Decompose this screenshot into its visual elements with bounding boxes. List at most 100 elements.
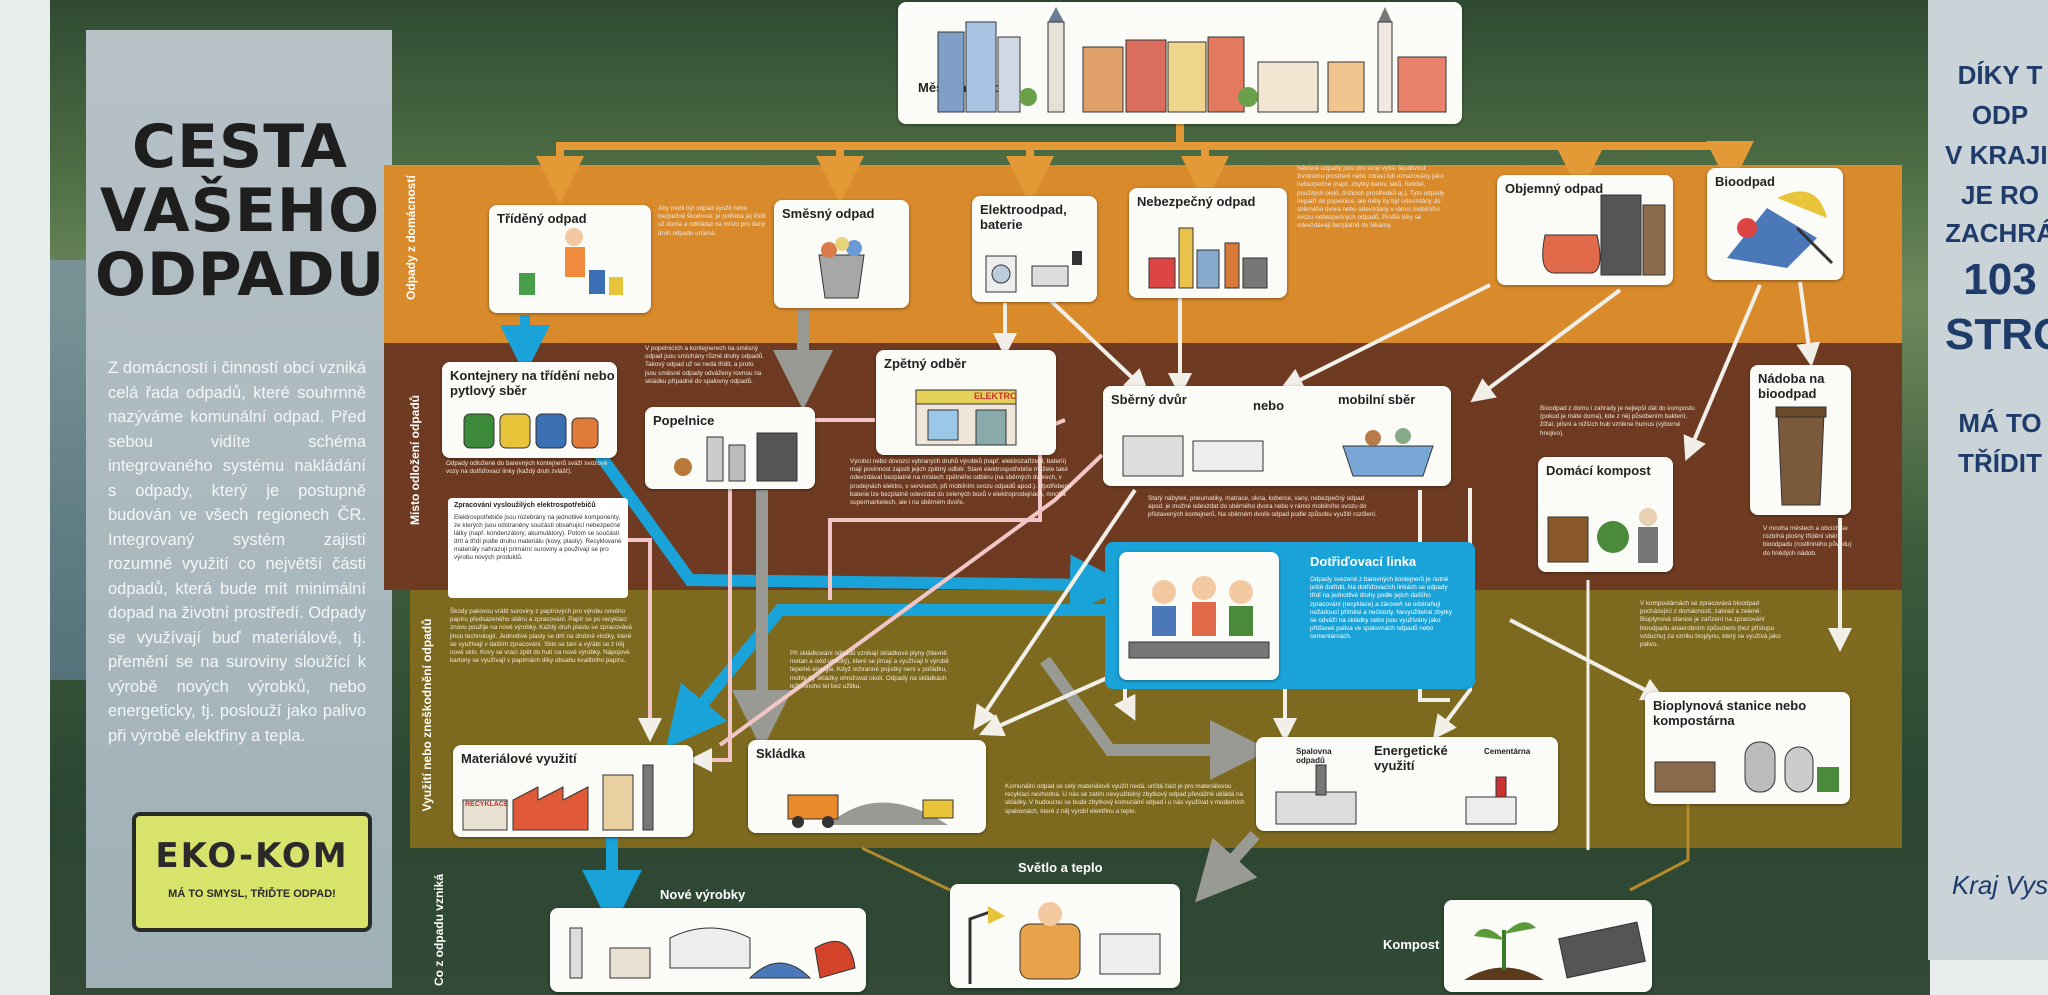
sorting-line-note: Odpady svezené z barevných kontejnerů je… (1310, 576, 1452, 641)
recycling-sign: RECYKLACE (465, 801, 509, 808)
material-note: Škody pakovou vrátit suroviny z papírový… (450, 608, 632, 665)
right-footer: Kraj Vys (1951, 870, 2048, 900)
bins-note: V popelnicích a kontejnerech na směsný o… (645, 345, 765, 385)
right-line-5: ZACHRÁ (1945, 218, 2048, 248)
bins-title: Popelnice (653, 413, 715, 428)
home-compost-note: Bioodpad z domu i zahrady je nejlepší dá… (1540, 405, 1695, 437)
compost-heap-icon (1547, 508, 1658, 563)
right-line-3: V KRAJI V (1945, 140, 2048, 170)
bio-waste-card: Bioodpad (1707, 168, 1843, 280)
collection-yard-card: Sběrný dvůr nebo mobilní sběr (1103, 386, 1451, 486)
light-heat-card (950, 884, 1180, 988)
takeback-note: Výrobci nebo dovozci vybraných druhů výr… (850, 458, 1072, 507)
mixed-waste-title: Směsný odpad (782, 206, 875, 221)
landfill-title: Skládka (756, 746, 806, 761)
sorted-waste-title: Tříděný odpad (497, 211, 587, 226)
biogas-note: V kompostárnách se zpracovává bioodpad p… (1640, 600, 1781, 649)
right-line-9: TŘÍDIT (1958, 448, 2042, 478)
sorting-line-title: Dotřiďovací linka (1310, 554, 1417, 569)
hazardous-waste-title: Nebezpečný odpad (1137, 194, 1256, 209)
sorting-line-card: Dotřiďovací linka Odpady svezené z barev… (1105, 542, 1475, 689)
home-compost-title: Domácí kompost (1546, 463, 1651, 478)
right-line-4: JE RO (1960, 180, 2040, 210)
person-with-bags-icon (519, 228, 623, 295)
intro-text: Z domácností i činností obcí vzniká celá… (108, 359, 366, 745)
energy-use-card: Spalovna odpadů Energetické využití Ceme… (1256, 737, 1558, 831)
logo-text: EKO-KOM (155, 836, 349, 876)
sorted-waste-card: Tříděný odpad (489, 205, 651, 313)
logo-slogan: MÁ TO SMYSL, TŘIĎTE ODPAD! (168, 888, 336, 900)
right-info-panel (1928, 0, 2048, 960)
energy-use-title: Energetické využití (1374, 743, 1448, 773)
cement-label: Cementárna (1484, 747, 1531, 756)
hazardous-note: Některé odpady jsou pro svoji vyšší škod… (1297, 165, 1445, 230)
mobile-collection-title: mobilní sběr (1338, 392, 1416, 407)
sorting-line-illustration (1119, 552, 1279, 680)
city-illustration (937, 7, 1447, 113)
appliances-icon (985, 251, 1082, 293)
bio-bin-card: Nádoba na bioodpad (1750, 365, 1851, 515)
incinerator-label: Spalovna odpadů (1296, 747, 1332, 765)
furniture-icon (1542, 194, 1666, 276)
yard-and-mobile-icon (1122, 428, 1434, 477)
collection-yard-title: Sběrný dvůr (1111, 392, 1187, 407)
ekokom-logo: EKO-KOM MÁ TO SMYSL, TŘIĎTE ODPAD! (132, 812, 372, 932)
shop-sign: ELEKTRO (974, 391, 1018, 401)
biogas-title: Bioplynová stanice nebo kompostárna (1653, 698, 1807, 728)
yard-note: Starý nábytek, pneumatiky, matrace, okna… (1148, 495, 1377, 519)
city-card: Město a obec (898, 2, 1462, 124)
workers-icon (1128, 576, 1270, 659)
material-use-card: Materiálové využití RECYKLACE (453, 745, 693, 837)
landfill-truck-icon (787, 794, 954, 828)
trash-bin-icon (818, 237, 865, 299)
factory-icon (462, 764, 654, 831)
landfill-card: Skládka (748, 740, 986, 833)
sorting-containers-title: Kontejnery na třídění nebo pytlový sběr (450, 368, 615, 398)
right-line-8: MÁ TO (1958, 408, 2042, 438)
new-products-label: Nové výrobky (660, 887, 746, 902)
leaves-icon (1727, 191, 1834, 268)
bio-bin-title: Nádoba na bioodpad (1758, 371, 1825, 401)
sorted-note: Aby mohl být odpad využit nebo bezpečně … (658, 205, 766, 237)
right-line-1: DÍKY T (1957, 60, 2043, 90)
mixed-waste-card: Směsný odpad (774, 200, 909, 308)
landfill-note: Při skládkování odpadů vznikají skládkov… (790, 650, 949, 690)
brown-bin-icon (1775, 406, 1827, 506)
biogas-plant-icon (1654, 741, 1839, 793)
power-plant-icon (1275, 764, 1517, 825)
material-use-title: Materiálové využití (461, 751, 577, 766)
biogas-card: Bioplynová stanice nebo kompostárna (1645, 692, 1850, 804)
new-products-card (550, 908, 866, 992)
new-products-icon (569, 927, 856, 979)
compost-card (1444, 900, 1652, 992)
bulky-waste-title: Objemný odpad (1505, 181, 1604, 196)
plant-sprout-icon (1464, 921, 1646, 980)
electro-waste-card: Elektroodpad, baterie (972, 196, 1097, 302)
bio-bin-note: V mnoha městech a obcích se rozbíhá ploš… (1763, 525, 1852, 557)
reading-person-icon (968, 902, 1161, 984)
right-line-7: STRO (1945, 310, 2048, 359)
light-heat-label: Světlo a teplo (1018, 860, 1103, 875)
compost-label: Kompost (1383, 937, 1440, 952)
shop-icon (915, 389, 1017, 446)
energy-note: Komunální odpad se celý materiálově využ… (1005, 783, 1245, 815)
right-line-6: 103 (1963, 255, 2037, 304)
colored-containers-icon (463, 413, 599, 449)
chemical-containers-icon (1148, 227, 1268, 289)
panel-title: CESTA VAŠEHO ODPADU (95, 112, 386, 310)
hazardous-waste-card: Nebezpečný odpad (1129, 188, 1287, 298)
takeback-title: Zpětný odběr (884, 356, 967, 371)
home-compost-card: Domácí kompost (1538, 457, 1673, 572)
bins-card: Popelnice (645, 407, 815, 489)
bins-icon (674, 432, 798, 482)
or-label: nebo (1253, 398, 1285, 413)
electro-recycling-box: Zpracování vysloužilých elektrospotřebič… (448, 498, 628, 598)
electro-waste-title: Elektroodpad, baterie (980, 202, 1067, 232)
bulky-waste-card: Objemný odpad (1497, 175, 1673, 285)
sorting-containers-card: Kontejnery na třídění nebo pytlový sběr (442, 362, 617, 458)
containers-note: Odpady odložené do barevných kontejnerů … (446, 460, 608, 476)
electro-recycling-title: Zpracování vysloužilých elektrospotřebič… (454, 502, 596, 509)
right-line-2: ODP (1971, 100, 2029, 130)
bio-waste-title: Bioodpad (1715, 174, 1775, 189)
